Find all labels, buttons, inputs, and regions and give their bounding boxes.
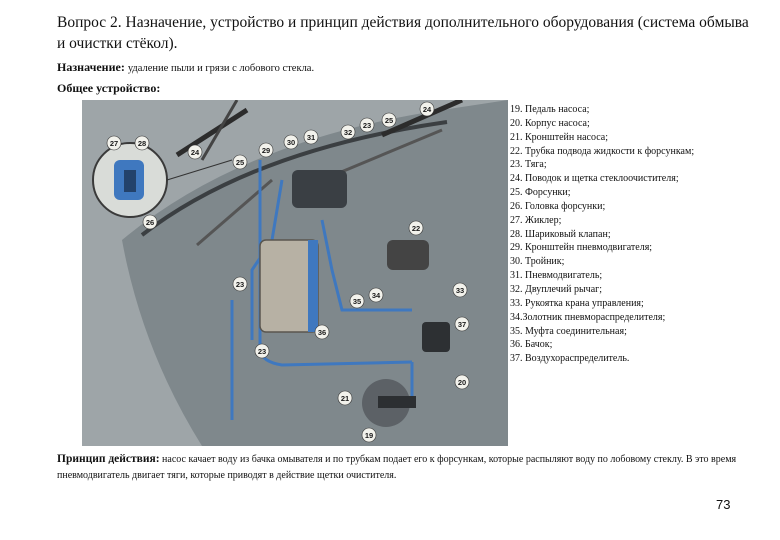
legend-item: 27. Жиклер; [510,214,562,226]
callout-23-top: 23 [359,117,375,133]
structure-label: Общее устройство: [57,81,161,95]
legend-item: 30. Тройник; [510,256,565,268]
callout-28: 28 [134,135,150,151]
svg-text:27: 27 [110,139,118,148]
reservoir-side-tube [308,240,318,332]
purpose-line: Назначение: удаление пыли и грязи с лобо… [57,60,314,75]
svg-text:24: 24 [191,148,200,157]
callout-32: 32 [340,124,356,140]
nozzle-core [124,170,136,192]
svg-text:25: 25 [385,116,393,125]
legend-item: 36. Бачок; [510,339,553,351]
legend-item: 20. Корпус насоса; [510,117,590,129]
callout-23-left: 23 [232,276,248,292]
page-number: 73 [716,497,731,512]
callout-29: 29 [258,142,274,158]
wiper-arm-left [200,100,239,161]
legend-item: 21. Кронштейн насоса; [510,131,608,143]
svg-text:24: 24 [423,105,432,114]
purpose-label: Назначение: [57,60,125,74]
svg-text:22: 22 [412,224,420,233]
pump-pedal [378,396,416,408]
wiper-blade-left [175,107,249,158]
washer-system-diagram: 27 28 26 24 25 29 30 31 32 23 25 24 22 2… [82,100,508,446]
callout-23-bottom: 23 [254,343,270,359]
principle-label: Принцип действия: [57,453,160,465]
callout-33: 33 [452,282,468,298]
svg-text:28: 28 [138,139,146,148]
legend-item: 23. Тяга; [510,159,547,171]
legend-item: 33. Рукоятка крана управления; [510,297,644,309]
callout-25-left: 25 [232,154,248,170]
zoom-leader-line [166,159,233,181]
component-legend: 19. Педаль насоса; 20. Корпус насоса; 21… [510,103,694,366]
legend-item: 19. Педаль насоса; [510,104,590,115]
callout-21: 21 [337,390,353,406]
wiper-blade-right [380,100,464,138]
legend-item: 35. Муфта соединительная; [510,325,627,337]
callout-22: 22 [408,220,424,236]
pneumatic-motor [292,170,347,208]
svg-text:26: 26 [146,218,154,227]
control-valve [422,322,450,352]
diagram-svg: 27 28 26 24 25 29 30 31 32 23 25 24 22 2… [92,100,508,446]
callout-24-left: 24 [187,144,203,160]
legend-item: 31. Пневмодвигатель; [510,270,603,282]
svg-text:21: 21 [341,394,349,403]
legend-item: 32. Двуплечий рычаг; [510,283,603,295]
legend-item: 25. Форсунки; [510,187,571,199]
legend-item: 26. Головка форсунки; [510,200,606,212]
svg-text:29: 29 [262,146,270,155]
callout-27: 27 [106,135,122,151]
legend-item: 34.Золотник пневмораспределителя; [510,311,666,323]
legend-item: 28. Шариковый клапан; [510,228,611,240]
svg-text:34: 34 [372,291,381,300]
svg-text:20: 20 [458,378,466,387]
page-title: Вопрос 2. Назначение, устройство и принц… [57,14,749,52]
callout-26: 26 [142,214,158,230]
legend-item: 22. Трубка подвода жидкости к форсункам; [510,145,695,157]
svg-text:36: 36 [318,328,326,337]
svg-text:23: 23 [363,121,371,130]
svg-text:37: 37 [458,320,466,329]
callout-30: 30 [283,134,299,150]
svg-text:23: 23 [236,280,244,289]
svg-text:32: 32 [344,128,352,137]
svg-text:30: 30 [287,138,295,147]
callout-34: 34 [368,287,384,303]
callout-20: 20 [454,374,470,390]
svg-text:23: 23 [258,347,266,356]
svg-text:31: 31 [307,133,315,142]
legend-item: 24. Поводок и щетка стеклоочистителя; [510,173,679,185]
svg-text:25: 25 [236,158,244,167]
air-distributor [387,240,429,270]
svg-text:19: 19 [365,431,373,440]
svg-text:33: 33 [456,286,464,295]
callout-36: 36 [314,324,330,340]
legend-item: 29. Кронштейн пневмодвигателя; [510,242,653,254]
svg-text:35: 35 [353,297,361,306]
callout-37: 37 [454,316,470,332]
callout-25-right: 25 [381,112,397,128]
purpose-text: удаление пыли и грязи с лобового стекла. [127,63,315,74]
principle-text: насос качает воду из бачка омывателя и п… [57,454,737,481]
callout-19: 19 [361,427,377,443]
callout-35: 35 [349,293,365,309]
callout-31: 31 [303,129,319,145]
principle-paragraph: Принцип действия: насос качает воду из б… [57,451,737,484]
callout-labels: 27 28 26 24 25 29 30 31 32 23 25 24 22 2… [106,101,470,443]
legend-item: 37. Воздухораспределитель. [510,353,630,365]
callout-24-right: 24 [419,101,435,117]
